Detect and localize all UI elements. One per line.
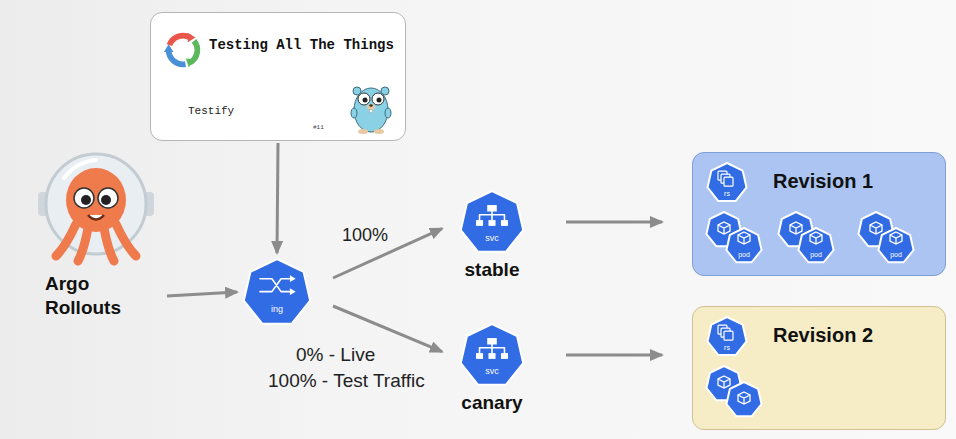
tool-name: Argo Rollouts xyxy=(45,272,157,320)
connector-arrow xyxy=(277,143,278,253)
revision-title: Revision 1 xyxy=(773,170,873,193)
icon-label: svc xyxy=(458,233,526,243)
slide-thumbnail: Testing All The ThingsTestify #11 xyxy=(150,12,406,141)
argo-mascot xyxy=(36,148,156,268)
service-icon-shape xyxy=(458,189,526,255)
replicaset-icon: rs xyxy=(705,315,749,357)
revision-box: Revision 1 rs pod pod pod xyxy=(692,152,946,276)
slide-title: Testing All The Things xyxy=(209,37,394,53)
pod-icon-shape xyxy=(857,211,917,267)
slide-number: #11 xyxy=(313,124,324,131)
service-icon-shape xyxy=(458,322,526,388)
gopher-mascot xyxy=(349,79,393,135)
revision-title: Revision 2 xyxy=(773,324,873,347)
connector-arrow xyxy=(566,354,662,357)
pod-icon: pod xyxy=(777,211,837,267)
service-icon: svccanary xyxy=(458,322,526,388)
traffic-note: 100% - Test Traffic xyxy=(268,370,425,392)
icon-label: rs xyxy=(705,190,749,197)
pod-icon: pod xyxy=(857,211,917,267)
replicaset-icon: rs xyxy=(705,161,749,203)
connector-arrow xyxy=(167,292,237,296)
icon-label: svc xyxy=(458,366,526,376)
tool-label: Argo Rollouts xyxy=(45,272,157,320)
traffic-note: 0% - Live xyxy=(296,344,375,366)
pod-icon-shape xyxy=(705,211,765,267)
icon-label: ing xyxy=(241,304,313,314)
pod-icon-shape xyxy=(777,211,837,267)
service-name: canary xyxy=(432,392,552,414)
pod-icons xyxy=(705,365,765,421)
edge-label: 100% xyxy=(340,225,390,246)
revision-box: Revision 2 rs xyxy=(692,306,946,430)
cycle-icon xyxy=(161,27,205,73)
icon-label: pod xyxy=(877,251,915,258)
pod-icon: pod xyxy=(705,211,765,267)
connector-arrow xyxy=(566,221,662,224)
ingress-icon: ing xyxy=(241,257,313,327)
slide-subtitle: Testify xyxy=(188,105,234,117)
icon-label: pod xyxy=(797,251,835,258)
service-icon: svcstable xyxy=(458,189,526,255)
icon-label: rs xyxy=(705,344,749,351)
ingress-icon-shape xyxy=(241,257,313,327)
icon-label: pod xyxy=(725,251,763,258)
service-name: stable xyxy=(432,259,552,281)
